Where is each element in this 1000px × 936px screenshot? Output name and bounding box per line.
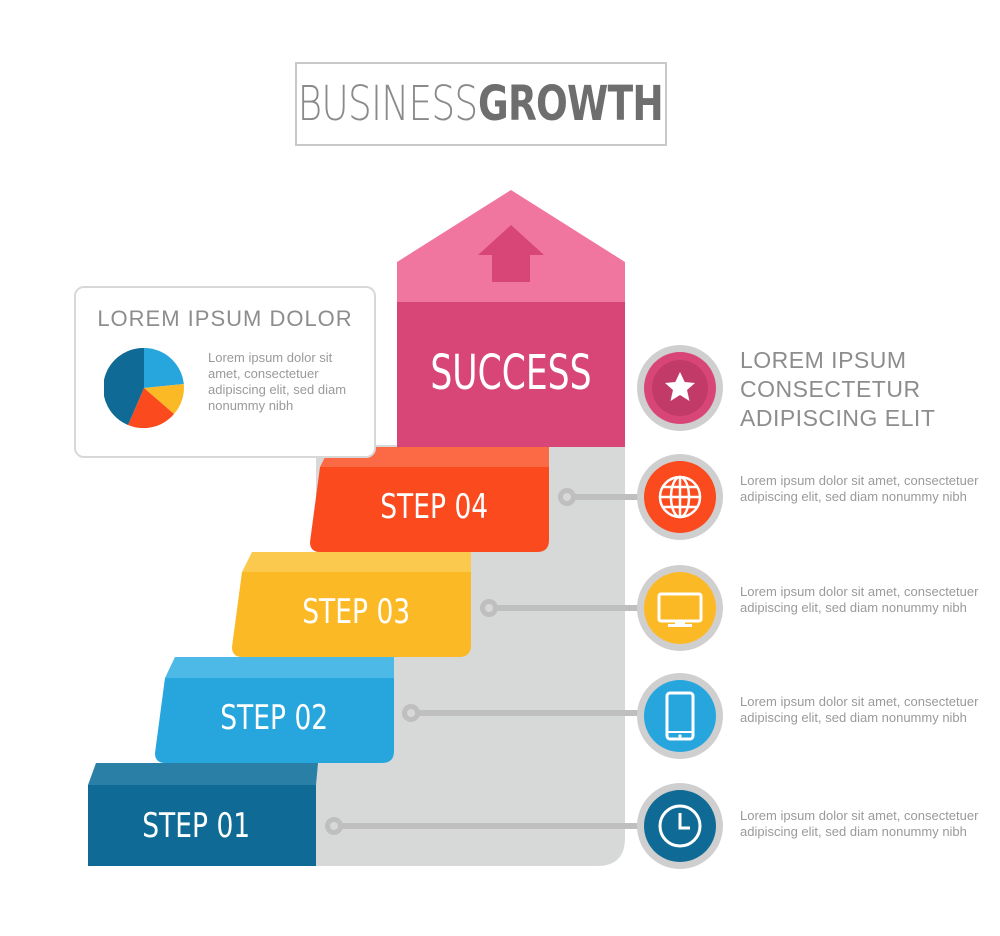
success-block (397, 302, 625, 447)
top-item-line-2: CONSECTETUR (740, 376, 921, 402)
smartphone-icon (665, 691, 695, 741)
success-label: SUCCESS (430, 345, 592, 401)
monitor-icon (657, 592, 703, 627)
card-text: Lorem ipsum dolor sit amet, consectetuer… (208, 350, 347, 413)
monitor-icon-circle (637, 565, 723, 651)
step-01-label: STEP 01 (142, 805, 250, 846)
step-01-block (88, 785, 316, 866)
step-04-label: STEP 04 (380, 487, 489, 527)
star-icon (665, 372, 695, 401)
step-03-block (232, 572, 471, 657)
pie-chart-icon (104, 348, 184, 428)
success-label-wrap: SUCCESS (397, 330, 625, 416)
step-02-block (155, 678, 394, 763)
clock-icon-circle (637, 783, 723, 869)
smartphone-icon-circle (637, 673, 723, 759)
step-01-label-wrap: STEP 01 (88, 785, 304, 866)
card-heading: LOREM IPSUM DOLOR (97, 306, 353, 331)
step-03-top (242, 552, 471, 572)
globe-icon-circle (637, 454, 723, 540)
connectors (325, 488, 639, 835)
clock-icon (658, 804, 702, 848)
title-box: BUSINESS GROWTH (295, 62, 667, 146)
title-bold: GROWTH (477, 76, 664, 132)
step-04-top (320, 447, 549, 467)
step-03-label-wrap: STEP 03 (242, 572, 471, 652)
step-04-label-wrap: STEP 04 (320, 467, 549, 547)
step-02-description: Lorem ipsum dolor sit amet, consectetuer… (740, 694, 979, 725)
step-02-top (165, 657, 394, 678)
step-02-label-wrap: STEP 02 (155, 678, 394, 758)
step-02-label: STEP 02 (220, 698, 329, 738)
step-01-description: Lorem ipsum dolor sit amet, consectetuer… (740, 808, 979, 839)
arrow-up-icon (478, 225, 544, 282)
top-item-line-1: LOREM IPSUM (740, 347, 907, 373)
step-04-block (310, 467, 549, 552)
star-icon-circle (637, 345, 723, 431)
step-03-description: Lorem ipsum dolor sit amet, consectetuer… (740, 584, 979, 615)
top-item-line-3: ADIPISCING ELIT (740, 405, 936, 431)
step-01-top (88, 763, 318, 785)
globe-icon (658, 475, 702, 519)
title-light: BUSINESS (297, 76, 478, 132)
info-card: LOREM IPSUM DOLOR Lorem ipsum dolor sit … (74, 286, 376, 458)
step-03-label: STEP 03 (302, 592, 411, 632)
step-04-description: Lorem ipsum dolor sit amet, consectetuer… (740, 473, 979, 504)
top-item-text: LOREM IPSUM CONSECTETUR ADIPISCING ELIT (740, 346, 990, 433)
